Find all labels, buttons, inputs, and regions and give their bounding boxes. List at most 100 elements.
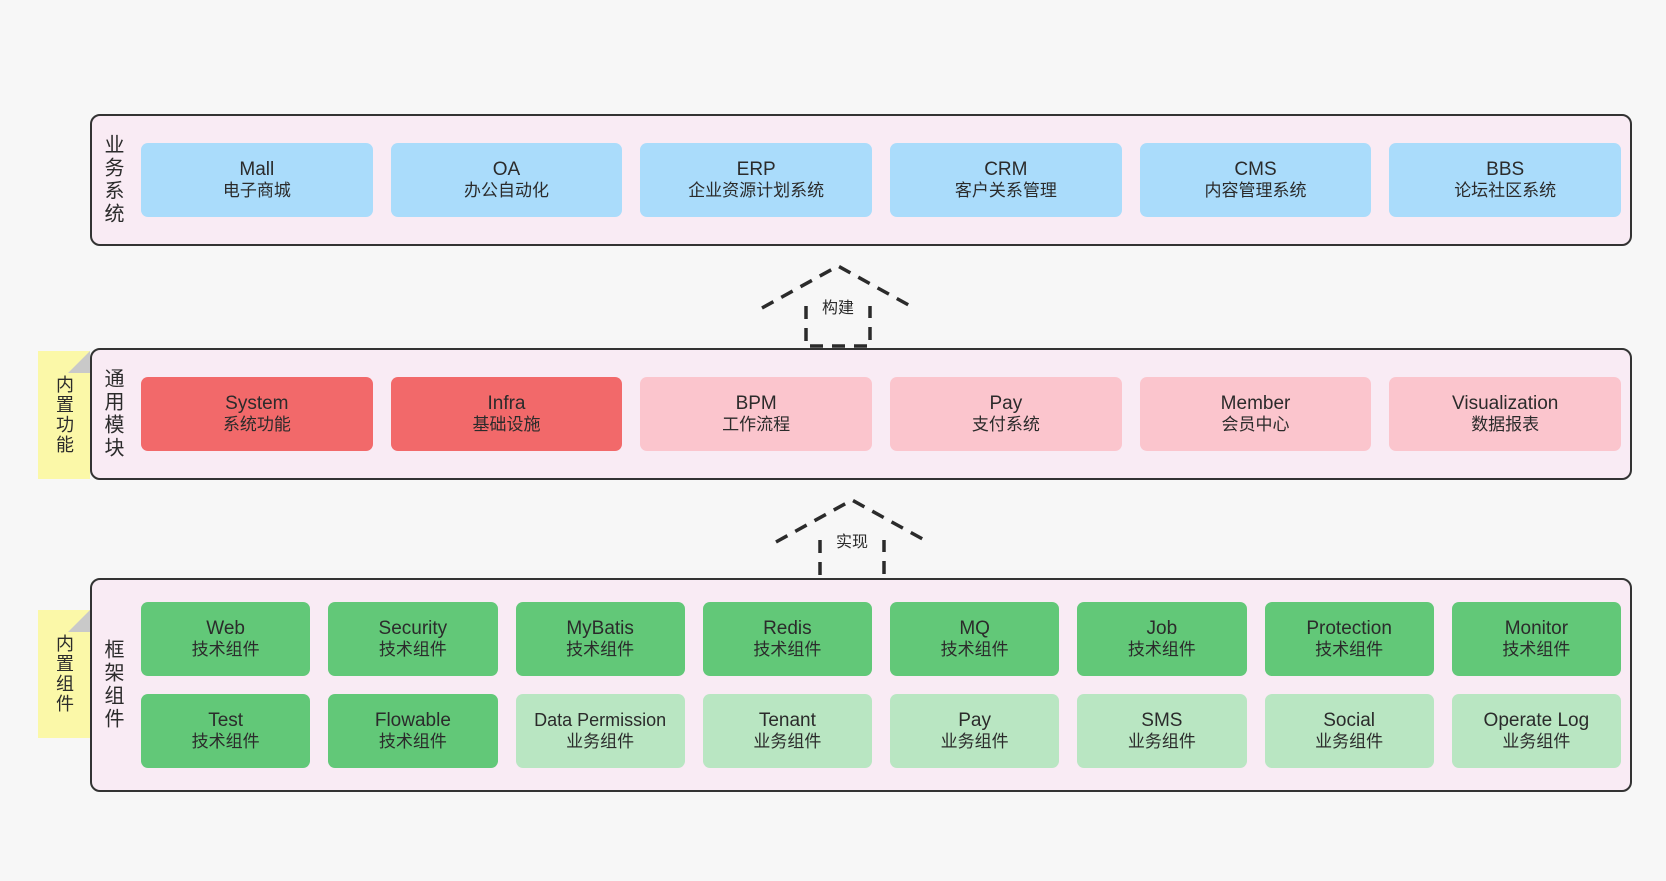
node-subtitle: 技术组件	[191, 640, 260, 660]
node-mall[interactable]: Mall 电子商城	[141, 143, 373, 217]
node-title: BPM	[735, 393, 777, 415]
layer-common-modules: 通用模块 System 系统功能 Infra 基础设施 BPM 工作流程 Pay…	[90, 348, 1632, 480]
node-job[interactable]: Job 技术组件	[1077, 602, 1247, 676]
node-security[interactable]: Security 技术组件	[328, 602, 498, 676]
layer-framework-components: 框架组件 Web 技术组件 Security 技术组件 MyBatis 技术组件	[90, 578, 1632, 792]
node-title: Pay	[958, 710, 991, 732]
node-cms[interactable]: CMS 内容管理系统	[1139, 143, 1372, 217]
node-system[interactable]: System 系统功能	[141, 377, 373, 451]
node-monitor[interactable]: Monitor 技术组件	[1451, 602, 1621, 676]
node-title: ERP	[736, 159, 776, 181]
connector-build: 构建	[748, 258, 928, 348]
node-title: Web	[206, 618, 245, 640]
node-title: Job	[1146, 618, 1178, 640]
layer-business-systems: 业务系统 Mall 电子商城 OA 办公自动化 ERP 企业资源计划系统 CRM…	[90, 114, 1632, 246]
node-subtitle: 系统功能	[222, 415, 291, 435]
node-subtitle: 电子商城	[222, 181, 291, 201]
node-flowable[interactable]: Flowable 技术组件	[328, 694, 498, 768]
connector-implement-label: 实现	[835, 534, 869, 551]
layer-body-business-systems: Mall 电子商城 OA 办公自动化 ERP 企业资源计划系统 CRM 客户关系…	[132, 116, 1630, 244]
layer-body-framework-components: Web 技术组件 Security 技术组件 MyBatis 技术组件 Redi…	[132, 580, 1630, 790]
node-bpm[interactable]: BPM 工作流程	[640, 377, 873, 451]
node-redis[interactable]: Redis 技术组件	[702, 602, 872, 676]
node-subtitle: 业务组件	[566, 731, 635, 751]
layer-body-common-modules: System 系统功能 Infra 基础设施 BPM 工作流程 Pay 支付系统…	[132, 350, 1630, 478]
node-subtitle: 工作流程	[722, 415, 791, 435]
node-subtitle: 论坛社区系统	[1454, 181, 1557, 201]
node-title: CRM	[984, 159, 1028, 181]
node-title: Social	[1323, 710, 1375, 732]
node-subtitle: 企业资源计划系统	[688, 181, 825, 201]
node-title: Security	[378, 618, 448, 640]
node-title: MyBatis	[566, 618, 634, 640]
node-title: Tenant	[758, 710, 816, 732]
node-subtitle: 技术组件	[566, 640, 635, 660]
node-subtitle: 技术组件	[1315, 640, 1384, 660]
node-pay-component[interactable]: Pay 业务组件	[890, 694, 1060, 768]
node-mybatis[interactable]: MyBatis 技术组件	[515, 602, 685, 676]
node-member[interactable]: Member 会员中心	[1139, 377, 1372, 451]
node-subtitle: 业务组件	[1502, 732, 1571, 752]
node-row: Mall 电子商城 OA 办公自动化 ERP 企业资源计划系统 CRM 客户关系…	[132, 143, 1630, 217]
connector-implement: 实现	[762, 492, 942, 582]
node-infra[interactable]: Infra 基础设施	[390, 377, 623, 451]
node-subtitle: 技术组件	[940, 640, 1009, 660]
node-subtitle: 业务组件	[1315, 732, 1384, 752]
connector-build-label: 构建	[821, 300, 855, 317]
node-operate-log[interactable]: Operate Log 业务组件	[1451, 694, 1621, 768]
node-row: Test 技术组件 Flowable 技术组件 Data Permission …	[132, 694, 1630, 768]
node-subtitle: 基础设施	[472, 415, 541, 435]
node-title: Operate Log	[1483, 710, 1590, 732]
node-oa[interactable]: OA 办公自动化	[390, 143, 623, 217]
layer-title-common-modules: 通用模块	[101, 368, 123, 460]
node-row: System 系统功能 Infra 基础设施 BPM 工作流程 Pay 支付系统…	[132, 377, 1630, 451]
node-subtitle: 数据报表	[1471, 415, 1540, 435]
node-subtitle: 办公自动化	[464, 181, 549, 201]
node-title: OA	[492, 159, 521, 181]
node-subtitle: 业务组件	[753, 732, 822, 752]
node-visualization[interactable]: Visualization 数据报表	[1389, 377, 1622, 451]
node-mq[interactable]: MQ 技术组件	[890, 602, 1060, 676]
node-title: Protection	[1306, 618, 1392, 640]
node-web[interactable]: Web 技术组件	[141, 602, 311, 676]
node-title: Visualization	[1452, 393, 1559, 415]
node-subtitle: 业务组件	[1127, 732, 1196, 752]
node-data-permission[interactable]: Data Permission 业务组件	[515, 694, 685, 768]
node-title: Member	[1220, 393, 1291, 415]
sticky-note-builtin-components: 内置组件	[38, 610, 90, 738]
node-subtitle: 技术组件	[1127, 640, 1196, 660]
node-title: Redis	[763, 618, 812, 640]
node-title: Test	[208, 710, 244, 732]
node-subtitle: 支付系统	[971, 415, 1040, 435]
node-subtitle: 业务组件	[940, 732, 1009, 752]
node-sms[interactable]: SMS 业务组件	[1077, 694, 1247, 768]
node-title: Pay	[989, 393, 1023, 415]
node-pay-module[interactable]: Pay 支付系统	[890, 377, 1122, 451]
node-bbs[interactable]: BBS 论坛社区系统	[1389, 143, 1622, 217]
node-crm[interactable]: CRM 客户关系管理	[890, 143, 1122, 217]
node-subtitle: 技术组件	[378, 640, 447, 660]
node-subtitle: 技术组件	[378, 732, 447, 752]
sticky-note-label: 内置功能	[54, 375, 74, 455]
node-subtitle: 内容管理系统	[1204, 181, 1307, 201]
node-protection[interactable]: Protection 技术组件	[1264, 602, 1434, 676]
node-erp[interactable]: ERP 企业资源计划系统	[640, 143, 873, 217]
node-title: SMS	[1141, 710, 1183, 732]
node-subtitle: 客户关系管理	[954, 181, 1057, 201]
node-test[interactable]: Test 技术组件	[141, 694, 311, 768]
node-title: CMS	[1234, 159, 1277, 181]
sticky-note-builtin-functions: 内置功能	[38, 351, 90, 479]
node-row: Web 技术组件 Security 技术组件 MyBatis 技术组件 Redi…	[132, 602, 1630, 676]
node-subtitle: 技术组件	[191, 732, 260, 752]
node-title: MQ	[959, 618, 990, 640]
node-title: Monitor	[1504, 618, 1569, 640]
node-title: Flowable	[374, 710, 451, 732]
node-tenant[interactable]: Tenant 业务组件	[702, 694, 872, 768]
sticky-note-label: 内置组件	[54, 634, 74, 714]
node-social[interactable]: Social 业务组件	[1264, 694, 1434, 768]
node-title: System	[225, 393, 289, 415]
node-title: Infra	[487, 393, 526, 415]
node-title: Mall	[239, 159, 275, 181]
node-subtitle: 技术组件	[753, 640, 822, 660]
